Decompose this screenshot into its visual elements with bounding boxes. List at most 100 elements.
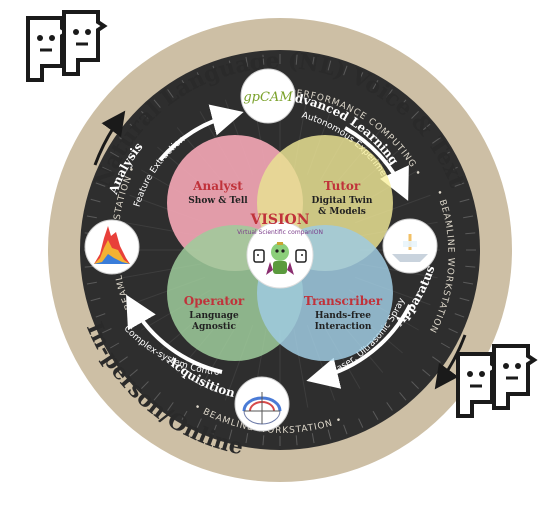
- arrow-analysis-to-learning: [158, 104, 244, 162]
- ring-tick: [311, 56, 315, 67]
- ring-tick: [432, 137, 441, 144]
- ring-tick: [119, 137, 128, 144]
- ring-tick: [465, 265, 476, 268]
- ring-tick: [141, 381, 149, 389]
- small-speaker-left-icon: [253, 249, 265, 263]
- outer-arrow-top-left: [93, 110, 126, 166]
- ring-tick: [129, 369, 138, 377]
- tutor-line2: & Models: [318, 207, 366, 217]
- ring-tick: [448, 328, 458, 334]
- ring-tick: [245, 433, 249, 444]
- ring-tick: [119, 356, 128, 363]
- ring-tick: [399, 392, 407, 401]
- ring-tick: [327, 429, 332, 440]
- ring-tick: [358, 72, 364, 82]
- ring-tick: [90, 297, 101, 302]
- operator-title: Operator: [184, 294, 245, 308]
- small-speaker-right-icon: [295, 249, 307, 263]
- ring-tick: [86, 215, 97, 219]
- ring-tick: [245, 56, 249, 67]
- ring-tick: [102, 166, 112, 172]
- apparatus-node: [382, 218, 438, 274]
- operator-line2: Agnostic: [191, 322, 236, 332]
- ring-tick: [86, 281, 97, 285]
- transcriber-line2: Interaction: [315, 322, 372, 332]
- ring-tick: [129, 123, 138, 131]
- ring-tick: [386, 402, 393, 411]
- ring-tick: [422, 369, 431, 377]
- arrow-apparatus-to-acquisition: [306, 304, 412, 389]
- ring-tick: [432, 356, 441, 363]
- ring-tick: [110, 342, 120, 349]
- analyst-line1: Show & Tell: [188, 196, 248, 206]
- ring-tick: [422, 123, 431, 131]
- ring-tick: [399, 99, 407, 108]
- ring-tick: [90, 198, 101, 203]
- scattering-pattern-icon: [242, 392, 282, 425]
- gpcam-node: gpCAM: [240, 68, 296, 124]
- ring-tick: [386, 89, 393, 98]
- speaker-heads-icon-top-left: [26, 10, 108, 82]
- ring-tick: [167, 89, 174, 98]
- ring-tick: [465, 232, 476, 235]
- analysis-node: [84, 219, 140, 275]
- speaker-heads-icon-bottom-right: [456, 344, 538, 418]
- ring-tick: [372, 410, 379, 420]
- ring-tick: [411, 381, 419, 389]
- ring-tick: [295, 435, 298, 446]
- ring-tick: [262, 54, 265, 65]
- ring-tick: [311, 433, 315, 444]
- ring-tick: [411, 111, 419, 119]
- transcriber-line1: Hands-free: [315, 311, 371, 321]
- ring-tick: [459, 297, 470, 302]
- ring-tick: [181, 80, 188, 90]
- operator-line1: Language: [189, 311, 239, 321]
- ring-tick: [343, 424, 348, 435]
- ring-tick: [167, 402, 174, 411]
- ring-tick: [463, 215, 474, 219]
- ring-tick: [372, 80, 379, 90]
- ring-tick: [295, 54, 298, 65]
- transcriber-title: Transcriber: [304, 294, 383, 308]
- arrow-learning-to-apparatus: [344, 126, 409, 201]
- ring-tick: [196, 418, 202, 428]
- ring-tick: [196, 72, 202, 82]
- spectrum-plot-icon: [94, 226, 130, 264]
- ring-tick: [212, 65, 217, 76]
- ring-tick: [358, 418, 364, 428]
- ring-tick: [459, 198, 470, 203]
- ring-tick: [95, 182, 106, 187]
- ring-tick: [463, 281, 474, 285]
- ring-tick: [212, 424, 217, 435]
- ring-tick: [448, 166, 458, 172]
- outer-arrow-bottom-right: [434, 334, 467, 390]
- vision-subtitle: Virtual Scientific companION: [237, 229, 323, 236]
- ring-tick: [110, 151, 120, 158]
- tutor-title: Tutor: [324, 179, 361, 193]
- ring-tick: [343, 65, 348, 76]
- vision-character-icon: [266, 242, 294, 275]
- ring-tick: [228, 429, 233, 440]
- gpcam-logo-text: gpCAM: [243, 90, 293, 105]
- spray-apparatus-icon: [392, 234, 428, 262]
- ring-tick: [228, 60, 233, 71]
- tutor-line1: Digital Twin: [312, 196, 373, 206]
- ring-tick: [153, 99, 161, 108]
- ring-tick: [153, 392, 161, 401]
- ring-tick: [327, 60, 332, 71]
- ring-tick: [95, 313, 106, 318]
- ring-tick: [440, 342, 450, 349]
- vision-title: VISION: [249, 212, 309, 228]
- ring-tick: [440, 151, 450, 158]
- acquisition-node: [234, 376, 290, 432]
- ring-tick: [102, 328, 112, 334]
- ring-tick: [454, 313, 465, 318]
- ring-tick: [262, 435, 265, 446]
- ring-tick: [454, 182, 465, 187]
- arrow-acquisition-to-analysis: [126, 294, 223, 374]
- ring-tick: [141, 111, 149, 119]
- ring-tick: [181, 410, 188, 420]
- analyst-title: Analyst: [192, 179, 243, 193]
